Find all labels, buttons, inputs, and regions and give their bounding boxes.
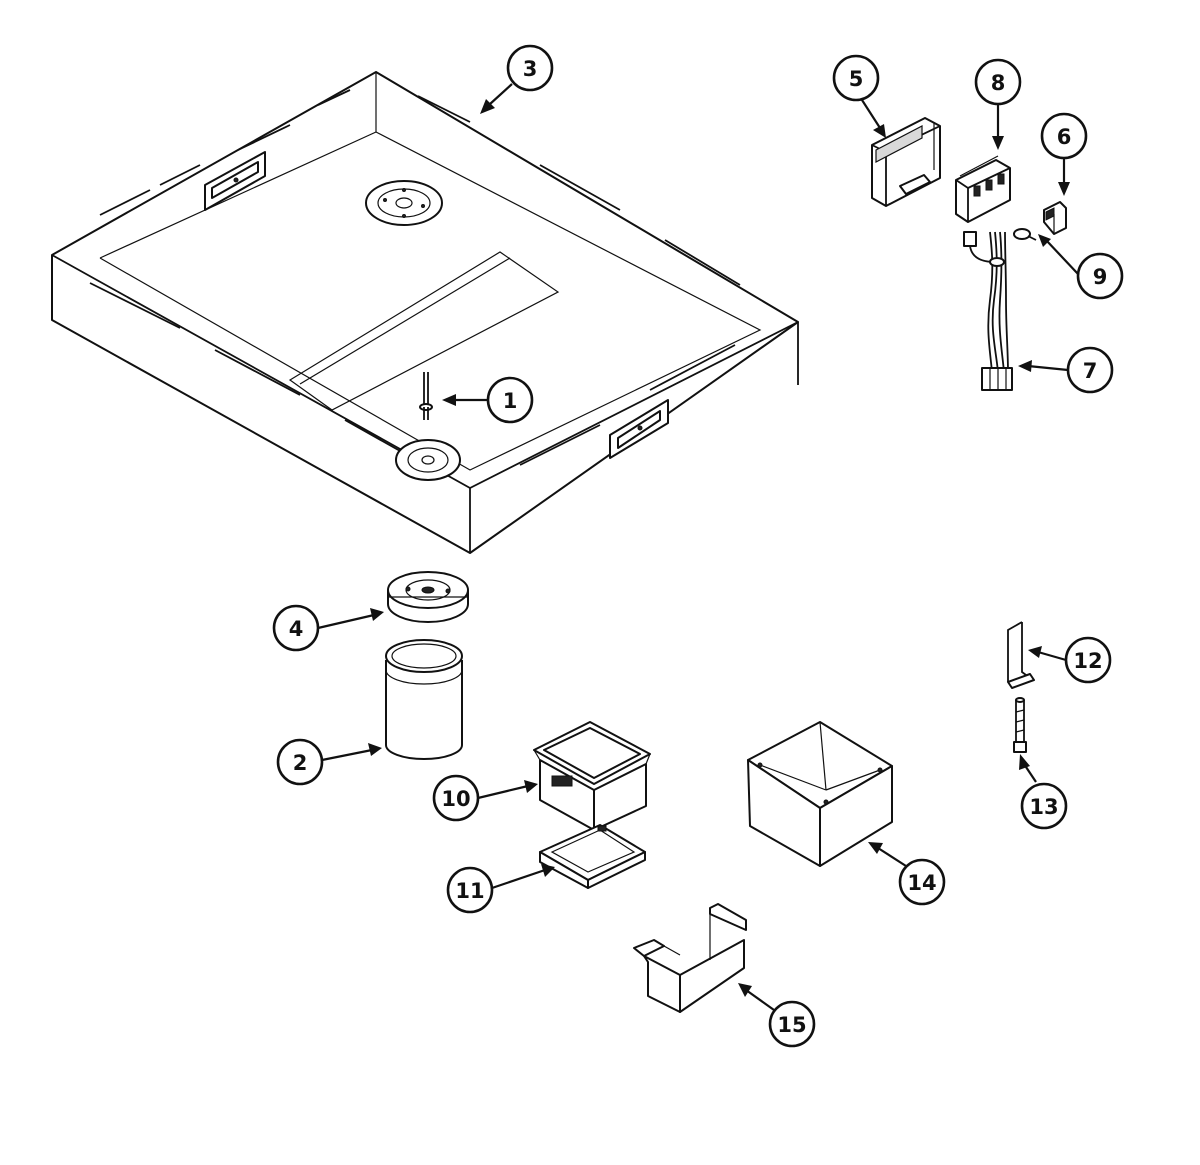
callout-11: 11 [446,866,494,914]
callout-3-label: 3 [523,57,538,81]
callout-13: 13 [1020,782,1068,830]
part-3-base-pan [51,71,799,554]
callout-8-label: 8 [991,71,1006,95]
callout-6: 6 [1040,112,1088,160]
part-14-open-box [747,721,893,867]
callout-13-label: 13 [1029,795,1058,819]
callout-7-label: 7 [1083,359,1098,383]
part-15-bracket [633,903,747,1013]
callout-14: 14 [898,858,946,906]
callout-10-label: 10 [441,787,470,811]
callout-9: 9 [1076,252,1124,300]
callout-11-label: 11 [455,879,484,903]
part-9-screw [1013,228,1037,241]
part-7-wire-harness [963,231,1013,391]
callout-8: 8 [974,58,1022,106]
callout-14-label: 14 [907,871,936,895]
callout-1: 1 [486,376,534,424]
callout-6-label: 6 [1057,125,1072,149]
part-4-cap [387,571,469,623]
callout-4-label: 4 [289,617,304,641]
callout-7: 7 [1066,346,1114,394]
part-1-pin [419,372,433,420]
callout-1-label: 1 [503,389,518,413]
callout-12: 12 [1064,636,1112,684]
part-13-bolt [1013,697,1027,753]
part-5-mounting-bracket [871,117,941,207]
callout-10: 10 [432,774,480,822]
callout-12-label: 12 [1073,649,1102,673]
part-2-cylinder [385,639,463,760]
callout-15-label: 15 [777,1013,806,1037]
callout-2-label: 2 [293,751,308,775]
callout-3: 3 [506,44,554,92]
callout-5-label: 5 [849,67,864,91]
part-6-clip [1043,201,1067,235]
part-11-tray [539,824,646,889]
callout-5: 5 [832,54,880,102]
part-12-hook [1007,621,1035,689]
callout-15: 15 [768,1000,816,1048]
callout-2: 2 [276,738,324,786]
part-8-terminal-block [955,155,1011,223]
callout-9-label: 9 [1093,265,1108,289]
part-10-box [533,721,651,831]
callout-4: 4 [272,604,320,652]
leader-lines [317,83,1079,1011]
